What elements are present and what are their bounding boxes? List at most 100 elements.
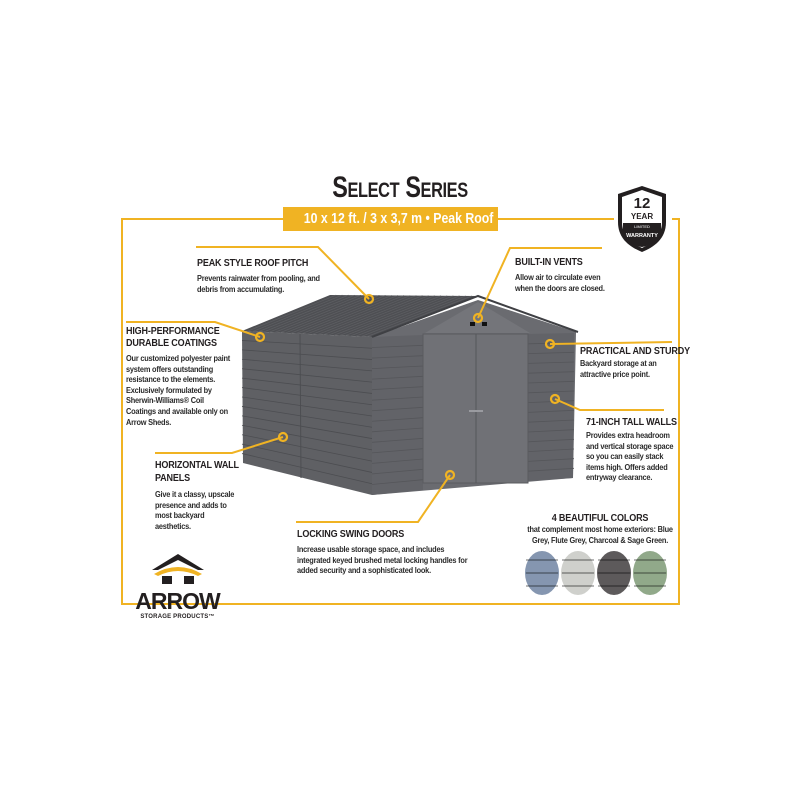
feature-text: Allow air to circulate even when the doo…	[515, 272, 605, 293]
panel-line	[527, 380, 575, 384]
panel-line	[355, 295, 460, 337]
panel-line	[301, 295, 398, 335]
panel-line	[296, 295, 392, 334]
panel-line	[371, 427, 424, 433]
panel-line	[527, 361, 575, 364]
subtitle-text: 10 x 12 ft. / 3 x 3,7 m • Peak Roof	[303, 210, 494, 227]
badge-unit: YEAR	[631, 212, 653, 221]
badge-small: LIMITED	[634, 224, 650, 229]
color-swatches	[525, 551, 667, 595]
panel-line	[241, 377, 373, 394]
panel-line	[317, 295, 417, 335]
panel-line	[371, 417, 424, 422]
arrow-logo: ARROW STORAGE PRODUCTS™	[130, 552, 225, 621]
logo-wordmark: ARROW	[135, 588, 220, 614]
feature-heading: 71-INCH TALL WALLS	[586, 416, 677, 428]
panel-line	[333, 295, 435, 336]
feature-tall-walls: 71-INCH TALL WALLS Provides extra headro…	[586, 416, 682, 483]
subtitle-banner: 10 x 12 ft. / 3 x 3,7 m • Peak Roof	[283, 207, 498, 231]
shed-image	[241, 294, 579, 495]
panel-line	[241, 368, 373, 383]
feature-text: Increase usable storage space, and inclu…	[297, 544, 468, 576]
feature-text: Prevents rainwater from pooling, and deb…	[197, 273, 320, 294]
warranty-badge-icon: 12 YEAR LIMITED WARRANTY	[618, 186, 666, 252]
feature-text: Give it a classy, upscale presence and a…	[155, 489, 235, 531]
panel-line	[263, 294, 355, 333]
panel-line	[268, 294, 361, 333]
feature-heading: HIGH-PERFORMANCE DURABLE COATINGS	[126, 325, 220, 349]
feature-text: Our customized polyester paint system of…	[126, 353, 231, 427]
panel-line	[371, 375, 424, 380]
panel-line	[290, 295, 386, 334]
panel-line	[247, 294, 337, 332]
swatch-shape	[561, 551, 595, 595]
panel-line	[279, 294, 374, 334]
panel-line	[241, 387, 373, 406]
swatch-shape	[597, 551, 631, 595]
logo-tagline: STORAGE PRODUCTS™	[140, 614, 215, 620]
panel-line	[371, 437, 424, 443]
panel-line	[361, 295, 466, 337]
house-logo-icon	[151, 554, 204, 584]
panel-line	[527, 429, 575, 433]
panel-line	[323, 295, 423, 336]
swatch-shape	[633, 551, 667, 595]
feature-heading: PRACTICAL AND STURDY	[580, 345, 690, 357]
colors-text: that complement most home exteriors: Blu…	[527, 524, 673, 545]
feature-text: Backyard storage at an attractive price …	[580, 358, 657, 379]
panel-line	[241, 340, 373, 349]
panel-line	[350, 295, 454, 337]
colors-heading: 4 BEAUTIFUL COLORS	[551, 512, 649, 524]
panel-line	[258, 294, 349, 333]
panel-line	[371, 396, 424, 401]
panel-line	[527, 448, 575, 452]
panel-line	[241, 424, 373, 451]
panel-line	[371, 344, 424, 348]
callout-dots	[254, 293, 561, 481]
panel-line	[371, 479, 424, 485]
page-title: Select Series	[332, 171, 468, 204]
feature-roof-pitch: PEAK STYLE ROOF PITCH Prevents rainwater…	[197, 257, 326, 294]
panel-line	[527, 351, 575, 354]
feature-heading: BUILT-IN VENTS	[515, 256, 583, 268]
swatch-charcoal	[597, 551, 631, 595]
panel-line	[371, 406, 424, 412]
panel-line	[252, 294, 343, 332]
panel-line	[527, 467, 575, 472]
panel-line	[241, 443, 373, 473]
panel-line	[312, 295, 411, 335]
feature-heading: LOCKING SWING DOORS	[297, 528, 405, 540]
swatch-flute-grey	[561, 551, 595, 595]
feature-heading: HORIZONTAL WALL PANELS	[155, 459, 239, 484]
frame	[121, 218, 680, 605]
panel-line	[241, 415, 373, 439]
feature-swing-doors: LOCKING SWING DOORS Increase usable stor…	[297, 528, 473, 576]
panel-line	[371, 365, 424, 369]
panel-line	[527, 390, 575, 394]
panel-line	[274, 294, 368, 333]
swatch-shape	[525, 551, 559, 595]
panel-line	[371, 468, 424, 475]
panel-line	[527, 419, 575, 423]
badge-label: WARRANTY	[626, 233, 658, 239]
feature-horizontal-panels: HORIZONTAL WALL PANELS Give it a classy,…	[155, 459, 241, 531]
panel-line	[371, 458, 424, 464]
colors-section: 4 BEAUTIFUL COLORS that complement most …	[505, 512, 695, 545]
panel-line	[527, 458, 575, 462]
panel-line	[371, 448, 424, 454]
panel-line	[241, 396, 373, 417]
feature-coatings: HIGH-PERFORMANCE DURABLE COATINGS Our cu…	[126, 325, 234, 427]
panel-line	[344, 295, 448, 337]
panel-line	[328, 295, 429, 336]
panel-line	[371, 386, 424, 391]
panel-line	[241, 349, 373, 360]
callout-lines	[126, 246, 673, 523]
panel-line	[527, 409, 575, 413]
panel-line	[527, 371, 575, 374]
panel-line	[241, 358, 373, 372]
feature-practical: PRACTICAL AND STURDY Backyard storage at…	[580, 345, 690, 379]
swatch-sage-green	[633, 551, 667, 595]
panel-line	[241, 434, 373, 462]
feature-heading: PEAK STYLE ROOF PITCH	[197, 257, 309, 269]
